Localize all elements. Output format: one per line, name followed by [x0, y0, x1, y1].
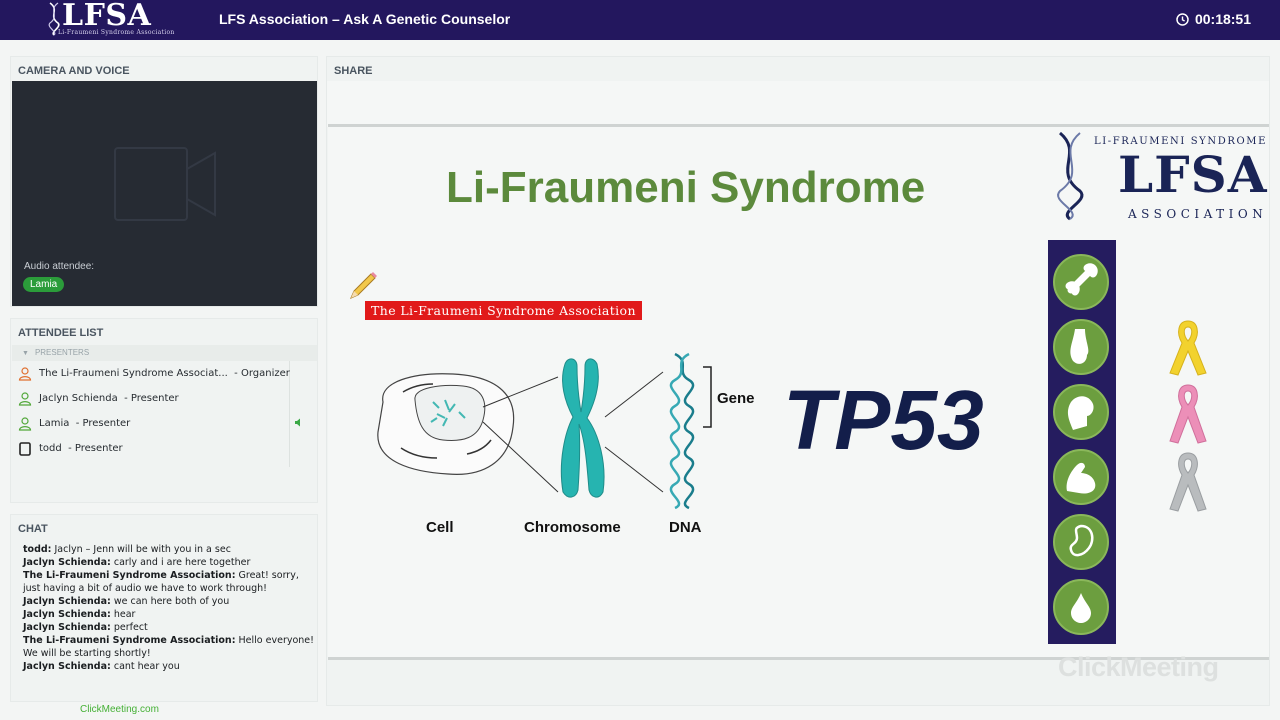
dna-helix-icon: [48, 2, 60, 36]
organ-icon-column: [1048, 240, 1116, 644]
chat-message: todd: Jaclyn – Jenn will be with you in …: [23, 543, 315, 556]
attendee-row[interactable]: Lamia - Presenter: [12, 411, 289, 436]
dna-helix-icon: [1057, 131, 1084, 221]
attendee-role: - Presenter: [124, 393, 179, 404]
attendee-name: The Li-Fraumeni Syndrome Associat...: [39, 368, 228, 379]
ribbon-icon: [1169, 452, 1207, 512]
chat-panel: CHAT todd: Jaclyn – Jenn will be with yo…: [10, 514, 318, 702]
chat-text: hear: [113, 609, 136, 620]
chat-sender: Jaclyn Schienda:: [23, 661, 111, 672]
kidney-icon: [1053, 514, 1109, 570]
chromosome-illustration: [560, 358, 605, 498]
chat-message: Jaclyn Schienda: carly and i are here to…: [23, 556, 315, 569]
clickmeeting-watermark-text: ClickMeeting: [1058, 652, 1219, 682]
chat-text: cant hear you: [113, 661, 180, 672]
chat-messages: todd: Jaclyn – Jenn will be with you in …: [23, 543, 315, 673]
attendee-role: - Organizer: [234, 368, 290, 379]
diagram-label-chromosome: Chromosome: [524, 519, 621, 536]
ribbon-icon: [1169, 384, 1207, 444]
video-camera-icon: [114, 147, 216, 221]
clock-icon: [1176, 12, 1189, 26]
diagram-label-dna: DNA: [669, 519, 702, 536]
presenters-section-toggle[interactable]: ▼ PRESENTERS: [12, 345, 317, 361]
chat-sender: todd:: [23, 544, 52, 555]
lfsa-logo: LFSA Li-Fraumeni Syndrome Association: [44, 0, 174, 38]
camera-panel-title: CAMERA AND VOICE: [18, 65, 130, 77]
tablet-icon: [18, 441, 32, 456]
chat-sender: Jaclyn Schienda:: [23, 622, 111, 633]
muscle-icon: [1053, 449, 1109, 505]
top-bar: LFSA Li-Fraumeni Syndrome Association LF…: [0, 0, 1280, 40]
slide-org-name: LFSA: [1118, 145, 1268, 204]
chat-message: Jaclyn Schienda: we can here both of you: [23, 595, 315, 608]
slide-org-top: LI-FRAUMENI SYNDROME: [1094, 136, 1267, 147]
person-icon: [18, 416, 32, 431]
slide-title: Li-Fraumeni Syndrome: [446, 163, 926, 212]
chat-message: Jaclyn Schienda: perfect: [23, 621, 315, 634]
chat-message: Jaclyn Schienda: hear: [23, 608, 315, 621]
slide-org-bottom: ASSOCIATION: [1128, 207, 1268, 221]
chat-message: Jaclyn Schienda: cant hear you: [23, 660, 315, 673]
clickmeeting-watermark: ClickMeeting: [1058, 652, 1219, 683]
attendee-name: Jaclyn Schienda: [39, 393, 118, 404]
clickmeeting-link[interactable]: ClickMeeting.com: [80, 704, 159, 715]
logo-text: LFSA: [62, 0, 152, 33]
speaker-icon: [295, 418, 300, 427]
chat-text: Hello everyone! We will be starting shor…: [23, 635, 314, 659]
bone-icon: [1053, 254, 1109, 310]
chat-message: The Li-Fraumeni Syndrome Association: Gr…: [23, 569, 315, 595]
attendee-name: todd: [39, 443, 62, 454]
chat-panel-title: CHAT: [18, 523, 48, 535]
chat-text: perfect: [113, 622, 148, 633]
organizer-person-icon: [18, 366, 32, 381]
share-toolbar-area: [327, 81, 1269, 127]
attendee-name: Lamia: [39, 418, 70, 429]
attendee-rows: The Li-Fraumeni Syndrome Associat... - O…: [12, 361, 290, 467]
audio-attendee-badge: Lamia: [23, 277, 65, 292]
video-feed: Audio attendee: Lamia: [12, 81, 317, 306]
pencil-icon: [350, 272, 377, 299]
attendee-role: - Presenter: [68, 443, 123, 454]
chat-text: Jaclyn – Jenn will be with you in a sec: [54, 544, 231, 555]
person-icon: [18, 391, 32, 406]
attendee-row[interactable]: Jaclyn Schienda - Presenter: [12, 386, 289, 411]
blood-drop-icon: [1053, 579, 1109, 635]
chat-sender: The Li-Fraumeni Syndrome Association:: [23, 570, 236, 581]
diagram-label-cell: Cell: [426, 519, 454, 536]
chat-text: carly and i are here together: [113, 557, 251, 568]
attendee-panel-title: ATTENDEE LIST: [18, 327, 104, 339]
ribbon-icon: [1169, 320, 1207, 376]
attendee-row[interactable]: The Li-Fraumeni Syndrome Associat... - O…: [12, 361, 290, 386]
attendee-list-panel: ATTENDEE LIST ▼ PRESENTERS The Li-Fraumen…: [10, 318, 318, 503]
audio-attendee-label: Audio attendee:: [24, 261, 95, 272]
chat-message: The Li-Fraumeni Syndrome Association: He…: [23, 634, 315, 660]
logo-subtext: Li-Fraumeni Syndrome Association: [58, 29, 175, 36]
chat-text: Great! sorry, just having a bit of audio…: [23, 570, 299, 594]
timer-value: 00:18:51: [1194, 11, 1251, 27]
caret-down-icon: ▼: [22, 350, 29, 357]
webinar-title: LFS Association – Ask A Genetic Counselo…: [219, 11, 511, 27]
cell-chromosome-dna-diagram: [377, 352, 712, 510]
presenters-section-label: PRESENTERS: [34, 348, 90, 357]
brain-icon: [1053, 384, 1109, 440]
breast-icon: [1053, 319, 1109, 375]
chat-sender: Jaclyn Schienda:: [23, 557, 111, 568]
chat-sender: Jaclyn Schienda:: [23, 609, 111, 620]
annotation-label: The Li-Fraumeni Syndrome Association: [365, 301, 642, 320]
dna-illustration: [669, 352, 712, 510]
gene-name: TP53: [783, 373, 984, 467]
attendee-row[interactable]: todd - Presenter: [12, 436, 289, 461]
chat-sender: Jaclyn Schienda:: [23, 596, 111, 607]
chat-text: we can here both of you: [113, 596, 230, 607]
diagram-label-gene: Gene: [717, 390, 755, 407]
cell-illustration: [377, 373, 515, 475]
share-panel-title: SHARE: [334, 65, 373, 77]
presentation-slide: Li-Fraumeni Syndrome LI-FRAUMENI SYNDROM…: [328, 124, 1269, 660]
chat-sender: The Li-Fraumeni Syndrome Association:: [23, 635, 236, 646]
camera-voice-panel: CAMERA AND VOICE Audio attendee: Lamia: [10, 56, 318, 307]
attendee-role: - Presenter: [75, 418, 131, 429]
session-timer: 00:18:51: [1176, 11, 1251, 27]
